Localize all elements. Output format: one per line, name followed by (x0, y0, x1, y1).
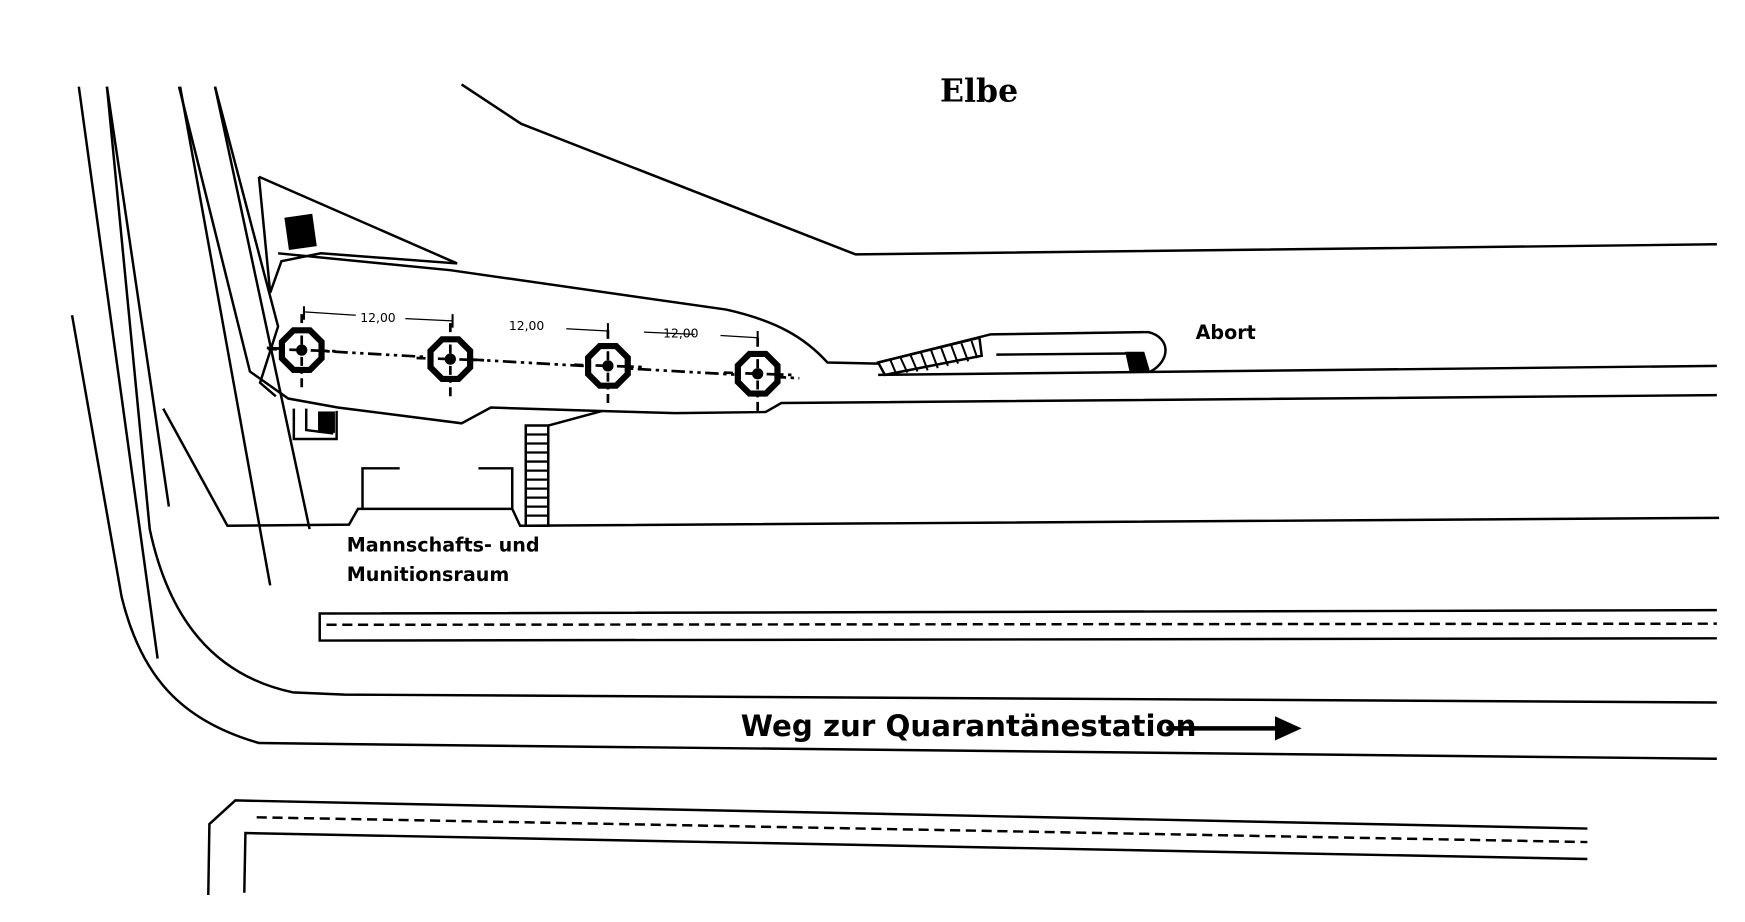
gun-emplacement-icon (574, 329, 642, 404)
gun-emplacement-icon (723, 337, 792, 411)
arrow-right-icon (1166, 716, 1302, 741)
bottom-structure-inner (243, 831, 1588, 893)
river-wall-lower (878, 364, 1717, 377)
crew-room-label-line2: Munitionsraum (347, 563, 510, 586)
shelter-block (318, 411, 335, 433)
abort-label: Abort (1196, 321, 1256, 344)
battery-body-outline (177, 86, 1717, 425)
abort-stairs-icon (876, 336, 984, 377)
parapet-wedge (257, 175, 458, 294)
rampart-line-outer-2 (105, 86, 171, 507)
spacing-label-1: 12,00 (360, 311, 396, 325)
spacing-label-2: 12,00 (509, 319, 545, 333)
parapet-front (277, 252, 879, 365)
spacing-label-3: 12,00 (663, 327, 699, 341)
gun-axis-line (266, 346, 800, 380)
road-outer-edge (70, 314, 1717, 761)
gun-pivot-dot (752, 368, 764, 380)
abort-block (1125, 351, 1151, 374)
gun-pivot-dot (296, 344, 308, 356)
battery-rampart-left (162, 408, 1720, 527)
abort-outline (877, 330, 1167, 373)
dimension-lines (302, 306, 759, 345)
road-label: Weg zur Quarantänestation (741, 709, 1197, 743)
riverbank-line (460, 83, 1717, 256)
abort-inner-line (996, 352, 1126, 356)
stairs-icon (524, 409, 603, 527)
bottom-rail-track (256, 816, 1588, 844)
rampart-line-inner-1 (178, 86, 272, 586)
shelter-outline (292, 408, 338, 441)
rail-track (326, 622, 1717, 627)
river-title: Elbe (940, 72, 1018, 109)
bottom-structure-outer (207, 799, 1588, 896)
gun-pivot-dot (602, 360, 614, 372)
crew-room-outline (361, 467, 514, 509)
gun-emplacement-icon (416, 323, 485, 397)
battery-rear-wall (213, 86, 280, 398)
gun-pivot-dot (444, 353, 456, 365)
wedge-block (284, 213, 317, 251)
gun-emplacement-icon (267, 314, 336, 388)
rampart-line-outer-1 (77, 86, 159, 659)
rampart-line-inner-2 (213, 86, 311, 530)
road-inner-edge (105, 86, 1717, 704)
crew-room-label-line1: Mannschafts- und (347, 534, 540, 557)
rail-platform-outline (318, 608, 1717, 642)
